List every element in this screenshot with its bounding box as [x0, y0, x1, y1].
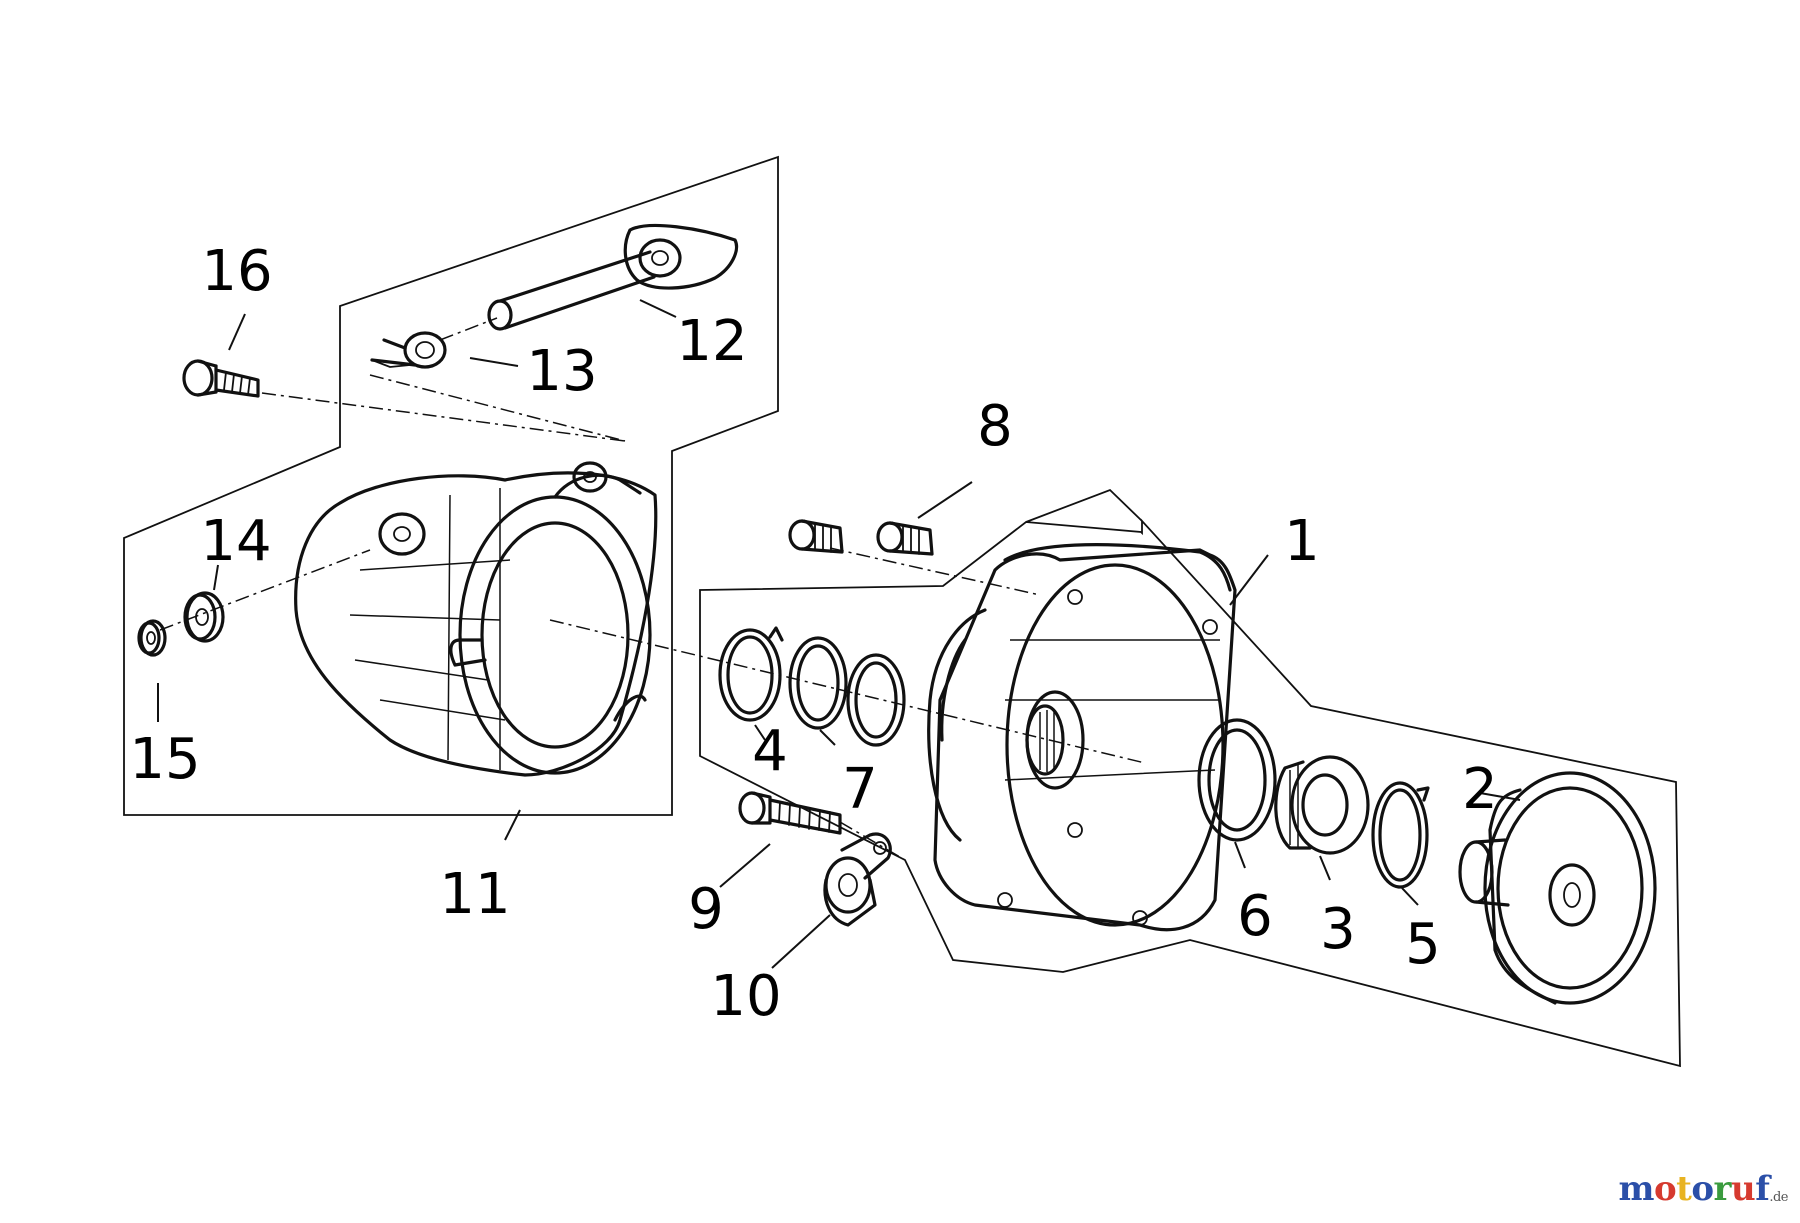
watermark-letter: r — [1713, 1169, 1732, 1209]
callout-8: 8 — [977, 394, 1013, 459]
callout-4: 4 — [752, 719, 788, 784]
part-1-gear-housing — [927, 543, 1237, 932]
axis-line-13 — [369, 374, 626, 442]
callout-13: 13 — [526, 339, 597, 404]
frame-assembly-1 — [699, 518, 1681, 1068]
part-7-ring-a — [788, 636, 848, 730]
axis-line-9 — [839, 821, 906, 861]
part-5-circlip — [1371, 781, 1430, 889]
watermark-letter: m — [1618, 1169, 1654, 1209]
part-16-bolt — [182, 359, 260, 398]
watermark-letter: o — [1653, 1169, 1677, 1209]
watermark-letter: t — [1676, 1169, 1692, 1209]
callout-7: 7 — [842, 757, 878, 822]
callout-16: 16 — [201, 239, 272, 304]
part-3-bearing — [1274, 755, 1370, 855]
part-6-ring — [1197, 718, 1277, 842]
watermark-tld: .de — [1769, 1190, 1788, 1205]
callout-15: 15 — [129, 727, 200, 792]
part-7-ring-b — [846, 653, 906, 747]
callout-10: 10 — [710, 964, 781, 1029]
part-10-bracket — [823, 832, 892, 927]
part-9-bolt — [738, 791, 842, 835]
callout-11: 11 — [439, 862, 510, 927]
part-11-housing — [294, 461, 658, 777]
frame-assembly-11 — [123, 155, 779, 816]
watermark-letter: o — [1691, 1169, 1714, 1209]
callout-9: 9 — [688, 877, 724, 942]
part-12-pin — [487, 223, 738, 331]
callout-6: 6 — [1237, 884, 1273, 949]
axis-line-8 — [829, 547, 1041, 596]
callout-3: 3 — [1320, 897, 1356, 962]
callout-1: 1 — [1284, 509, 1320, 574]
part-4-snap-ring — [718, 626, 784, 722]
motoruf-watermark-logo: motoruf.de — [1618, 1169, 1788, 1209]
callout-12: 12 — [676, 309, 747, 374]
watermark-letter: f — [1755, 1169, 1770, 1209]
axis-line-12 — [439, 317, 498, 341]
part-13-spring — [370, 331, 447, 369]
part-2-clutch-drum — [1458, 771, 1657, 1005]
part-8-screws — [788, 519, 934, 556]
watermark-letter: u — [1730, 1169, 1756, 1209]
part-14-washer — [183, 591, 225, 643]
axis-line-14 — [159, 549, 371, 631]
part-15-nut — [137, 619, 167, 657]
axis-line-16 — [261, 392, 626, 442]
callout-14: 14 — [200, 509, 271, 574]
callout-2: 2 — [1462, 757, 1498, 822]
callout-5: 5 — [1405, 912, 1441, 977]
